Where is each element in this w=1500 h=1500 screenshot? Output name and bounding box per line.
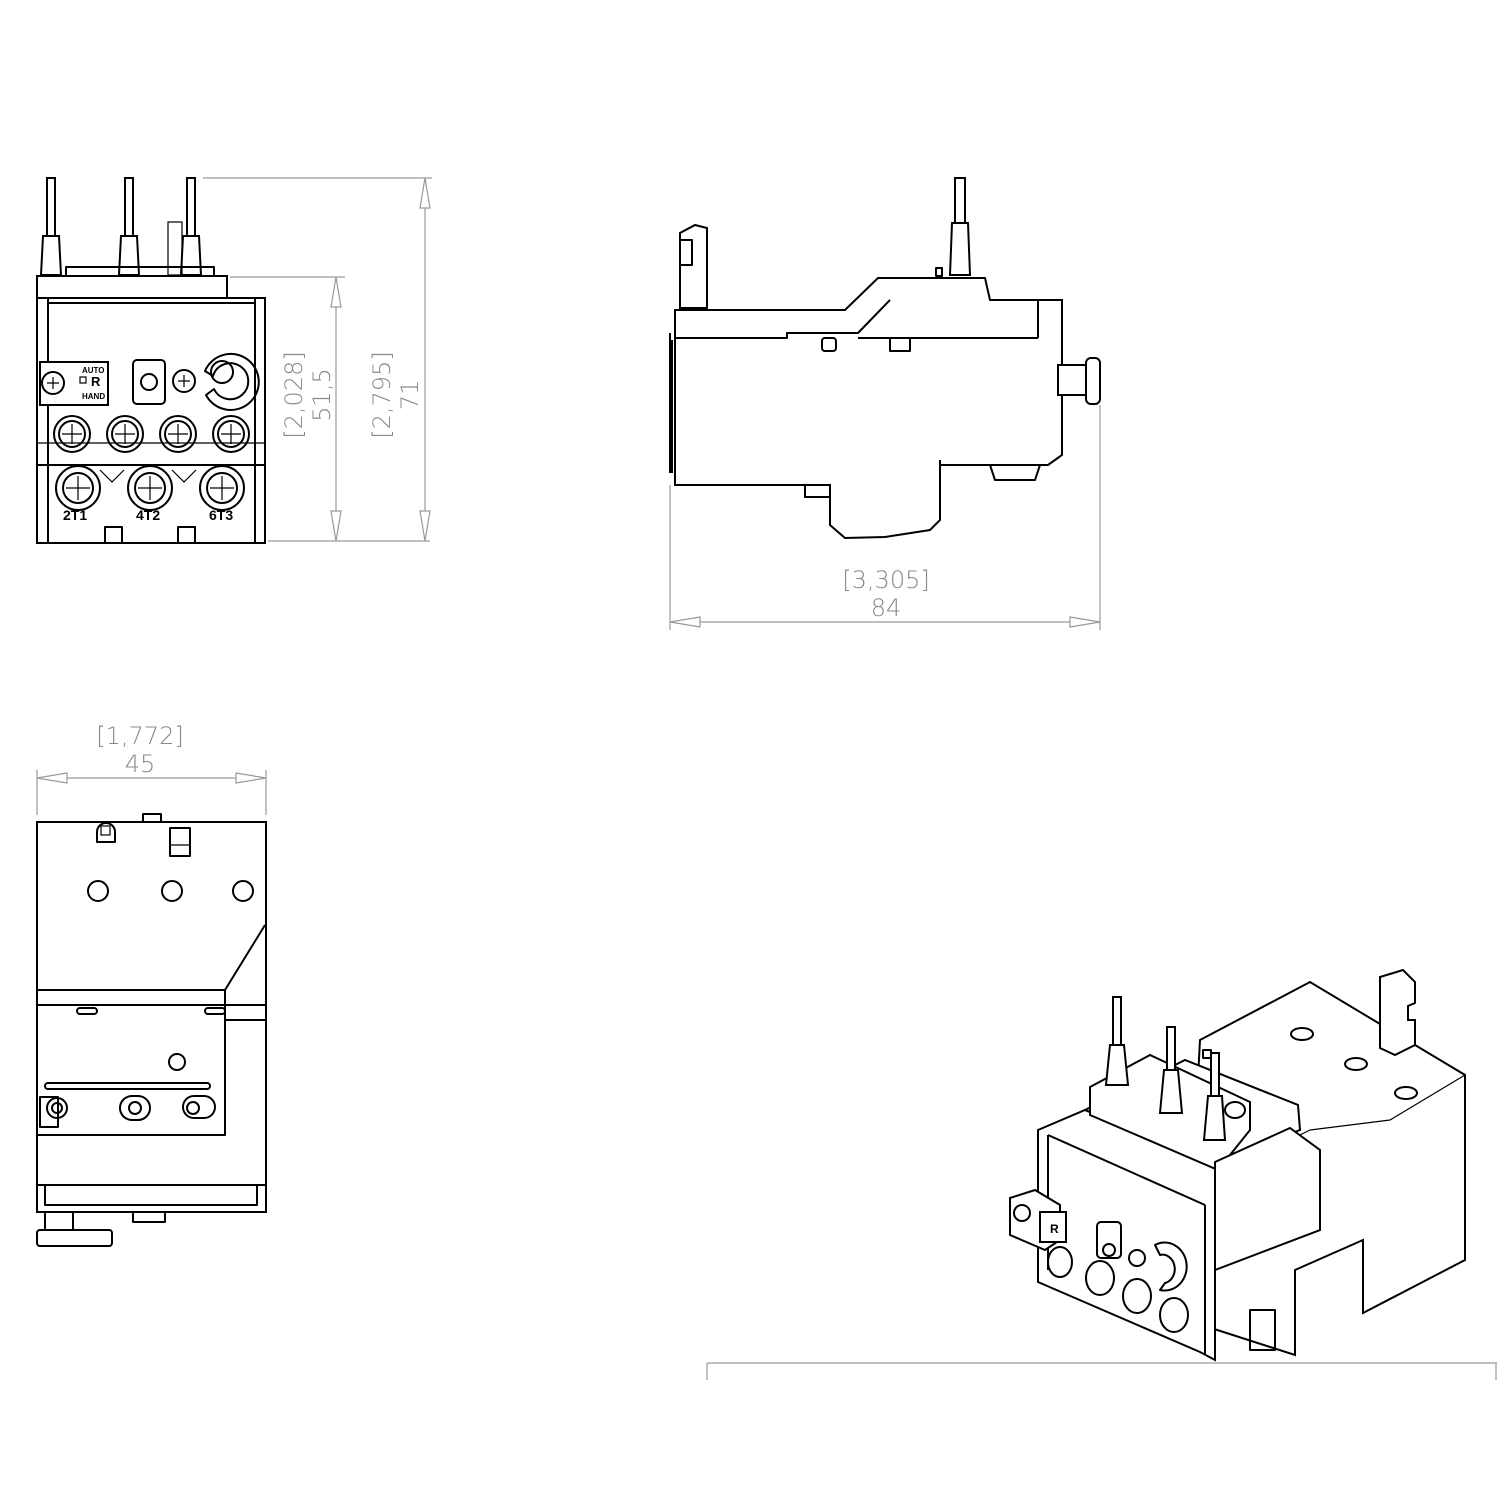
- upper-terminal-screws: [53, 415, 250, 453]
- dimension-length: [3,305] 84: [669, 405, 1101, 630]
- dimension-height-body: [2,028] 51,5: [230, 276, 430, 542]
- lower-terminal-screws: [55, 465, 245, 511]
- selector-screw-icon: [41, 371, 65, 395]
- iso-reset-label: R: [1050, 1222, 1059, 1236]
- terminal-label-4t2: 4T2: [136, 507, 160, 523]
- auto-label: AUTO: [82, 366, 105, 375]
- connection-pins: [39, 177, 203, 276]
- dim-mm-84: 84: [871, 594, 902, 622]
- dim-inch-2028: [2,028]: [280, 351, 308, 438]
- dimension-width: [1,772] 45: [36, 722, 267, 815]
- hand-label: HAND: [82, 392, 105, 401]
- isometric-view: R: [1009, 968, 1466, 1362]
- auto-hand-selector[interactable]: AUTO R HAND: [39, 361, 109, 406]
- terminal-label-2t1: 2T1: [63, 507, 87, 523]
- front-view: AUTO R HAND 2T1 4T2 6T3: [36, 177, 266, 544]
- reset-label: R: [91, 374, 101, 389]
- dim-inch-3305: [3,305]: [842, 566, 929, 594]
- title-block-edge: [706, 1362, 1497, 1380]
- bottom-view: [36, 813, 267, 1247]
- dim-inch-1772: [1,772]: [96, 722, 183, 750]
- dim-inch-2795: [2,795]: [368, 351, 396, 438]
- reset-knob[interactable]: [1057, 364, 1089, 396]
- test-button[interactable]: [132, 359, 166, 405]
- dim-mm-71: 71: [396, 380, 424, 411]
- dim-mm-51-5: 51,5: [308, 368, 336, 421]
- side-view: [669, 177, 1101, 540]
- current-dial[interactable]: [204, 353, 260, 411]
- dimension-height-total: [2,795] 71: [203, 177, 432, 542]
- dim-mm-45: 45: [125, 750, 156, 778]
- adjust-screw-icon: [172, 369, 196, 393]
- terminal-label-6t3: 6T3: [209, 507, 233, 523]
